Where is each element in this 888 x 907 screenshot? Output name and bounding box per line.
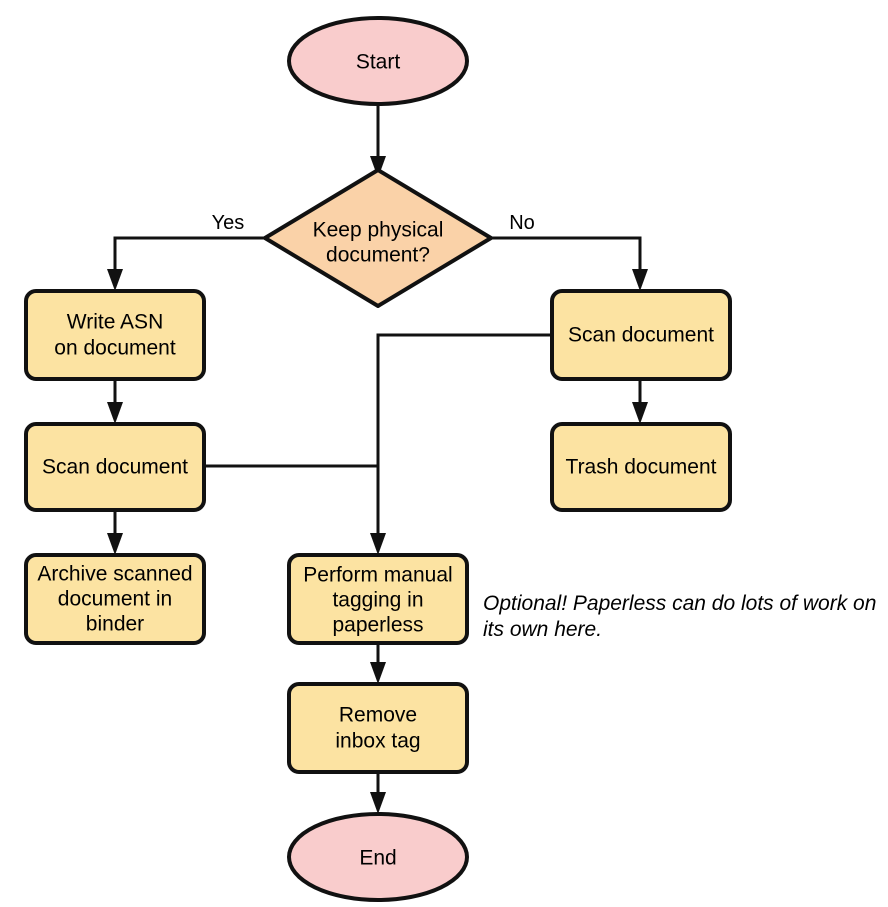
arrow-head bbox=[370, 156, 386, 178]
node-end-label: End bbox=[359, 847, 396, 870]
arrow-head bbox=[107, 533, 123, 555]
node-decision-label-line1: Keep physical bbox=[313, 219, 444, 242]
start-ellipse bbox=[287, 16, 469, 106]
edge-scan-right-to-manual-tagging bbox=[370, 333, 552, 555]
edge-label-yes: Yes bbox=[212, 212, 245, 234]
node-manual-tagging-label-line1: Perform manual bbox=[303, 564, 452, 587]
edge-line bbox=[376, 333, 552, 541]
edge-decision-no-to-scan-right bbox=[491, 236, 648, 291]
node-write-asn-label-line2: on document bbox=[54, 337, 176, 360]
arrow-head bbox=[632, 402, 648, 424]
node-manual-tagging-label-line2: tagging in bbox=[332, 589, 423, 612]
arrow-head bbox=[632, 269, 648, 291]
node-archive-label-line2: document in bbox=[58, 588, 172, 611]
node-start-label: Start bbox=[356, 51, 401, 74]
edge-remove-inbox-to-end bbox=[370, 772, 386, 814]
node-trash-document-label: Trash document bbox=[566, 456, 717, 479]
arrow-head bbox=[370, 792, 386, 814]
node-archive-label-line1: Archive scanned bbox=[37, 563, 192, 586]
node-remove-inbox-label-line2: inbox tag bbox=[335, 730, 420, 753]
edge-start-to-decision bbox=[370, 103, 386, 178]
node-perform-manual-tagging-in-paperless[interactable]: Perform manual tagging in paperless bbox=[287, 553, 469, 645]
node-end[interactable]: End bbox=[287, 812, 469, 902]
node-scan-document-left[interactable]: Scan document bbox=[24, 422, 206, 512]
node-scan-document-right-label: Scan document bbox=[568, 324, 714, 347]
node-start[interactable]: Start bbox=[287, 16, 469, 106]
node-scan-document-right[interactable]: Scan document bbox=[550, 289, 732, 381]
decision-diamond bbox=[263, 168, 493, 308]
edge-write-asn-to-scan-left bbox=[107, 379, 123, 424]
edge-scan-left-to-archive bbox=[107, 510, 123, 555]
edge-scan-right-to-trash bbox=[632, 379, 648, 424]
process-rect bbox=[24, 422, 206, 512]
annotation-optional-note: Optional! Paperless can do lots of work … bbox=[483, 592, 876, 641]
arrow-head bbox=[107, 269, 123, 291]
process-rect bbox=[24, 289, 206, 381]
edge-manual-tagging-to-remove-inbox bbox=[370, 643, 386, 684]
node-manual-tagging-label-line3: paperless bbox=[332, 614, 423, 637]
node-write-asn-label-line1: Write ASN bbox=[67, 311, 163, 334]
node-archive-scanned-document-in-binder[interactable]: Archive scanned document in binder bbox=[24, 553, 206, 645]
node-write-asn-on-document[interactable]: Write ASN on document bbox=[24, 289, 206, 381]
process-rect bbox=[24, 553, 206, 645]
arrow-head bbox=[370, 662, 386, 684]
annotation-line2: its own here. bbox=[483, 618, 602, 641]
arrow-head bbox=[370, 533, 386, 555]
node-archive-label-line3: binder bbox=[86, 613, 144, 636]
node-remove-inbox-label-line1: Remove bbox=[339, 704, 417, 727]
node-decision-keep-physical-document[interactable]: Keep physical document? bbox=[263, 168, 493, 308]
edge-label-no: No bbox=[509, 212, 535, 234]
node-scan-document-left-label: Scan document bbox=[42, 456, 188, 479]
arrow-head bbox=[107, 402, 123, 424]
process-rect bbox=[550, 289, 732, 381]
process-rect bbox=[287, 553, 469, 645]
end-ellipse bbox=[287, 812, 469, 902]
node-trash-document[interactable]: Trash document bbox=[550, 422, 732, 512]
annotation-line1: Optional! Paperless can do lots of work … bbox=[483, 592, 876, 615]
node-remove-inbox-tag[interactable]: Remove inbox tag bbox=[287, 682, 469, 774]
process-rect bbox=[550, 422, 732, 512]
process-rect bbox=[287, 682, 469, 774]
node-decision-label-line2: document? bbox=[326, 244, 430, 267]
edge-line bbox=[491, 236, 642, 277]
edge-line bbox=[113, 236, 265, 277]
edge-decision-yes-to-write-asn bbox=[107, 236, 265, 291]
